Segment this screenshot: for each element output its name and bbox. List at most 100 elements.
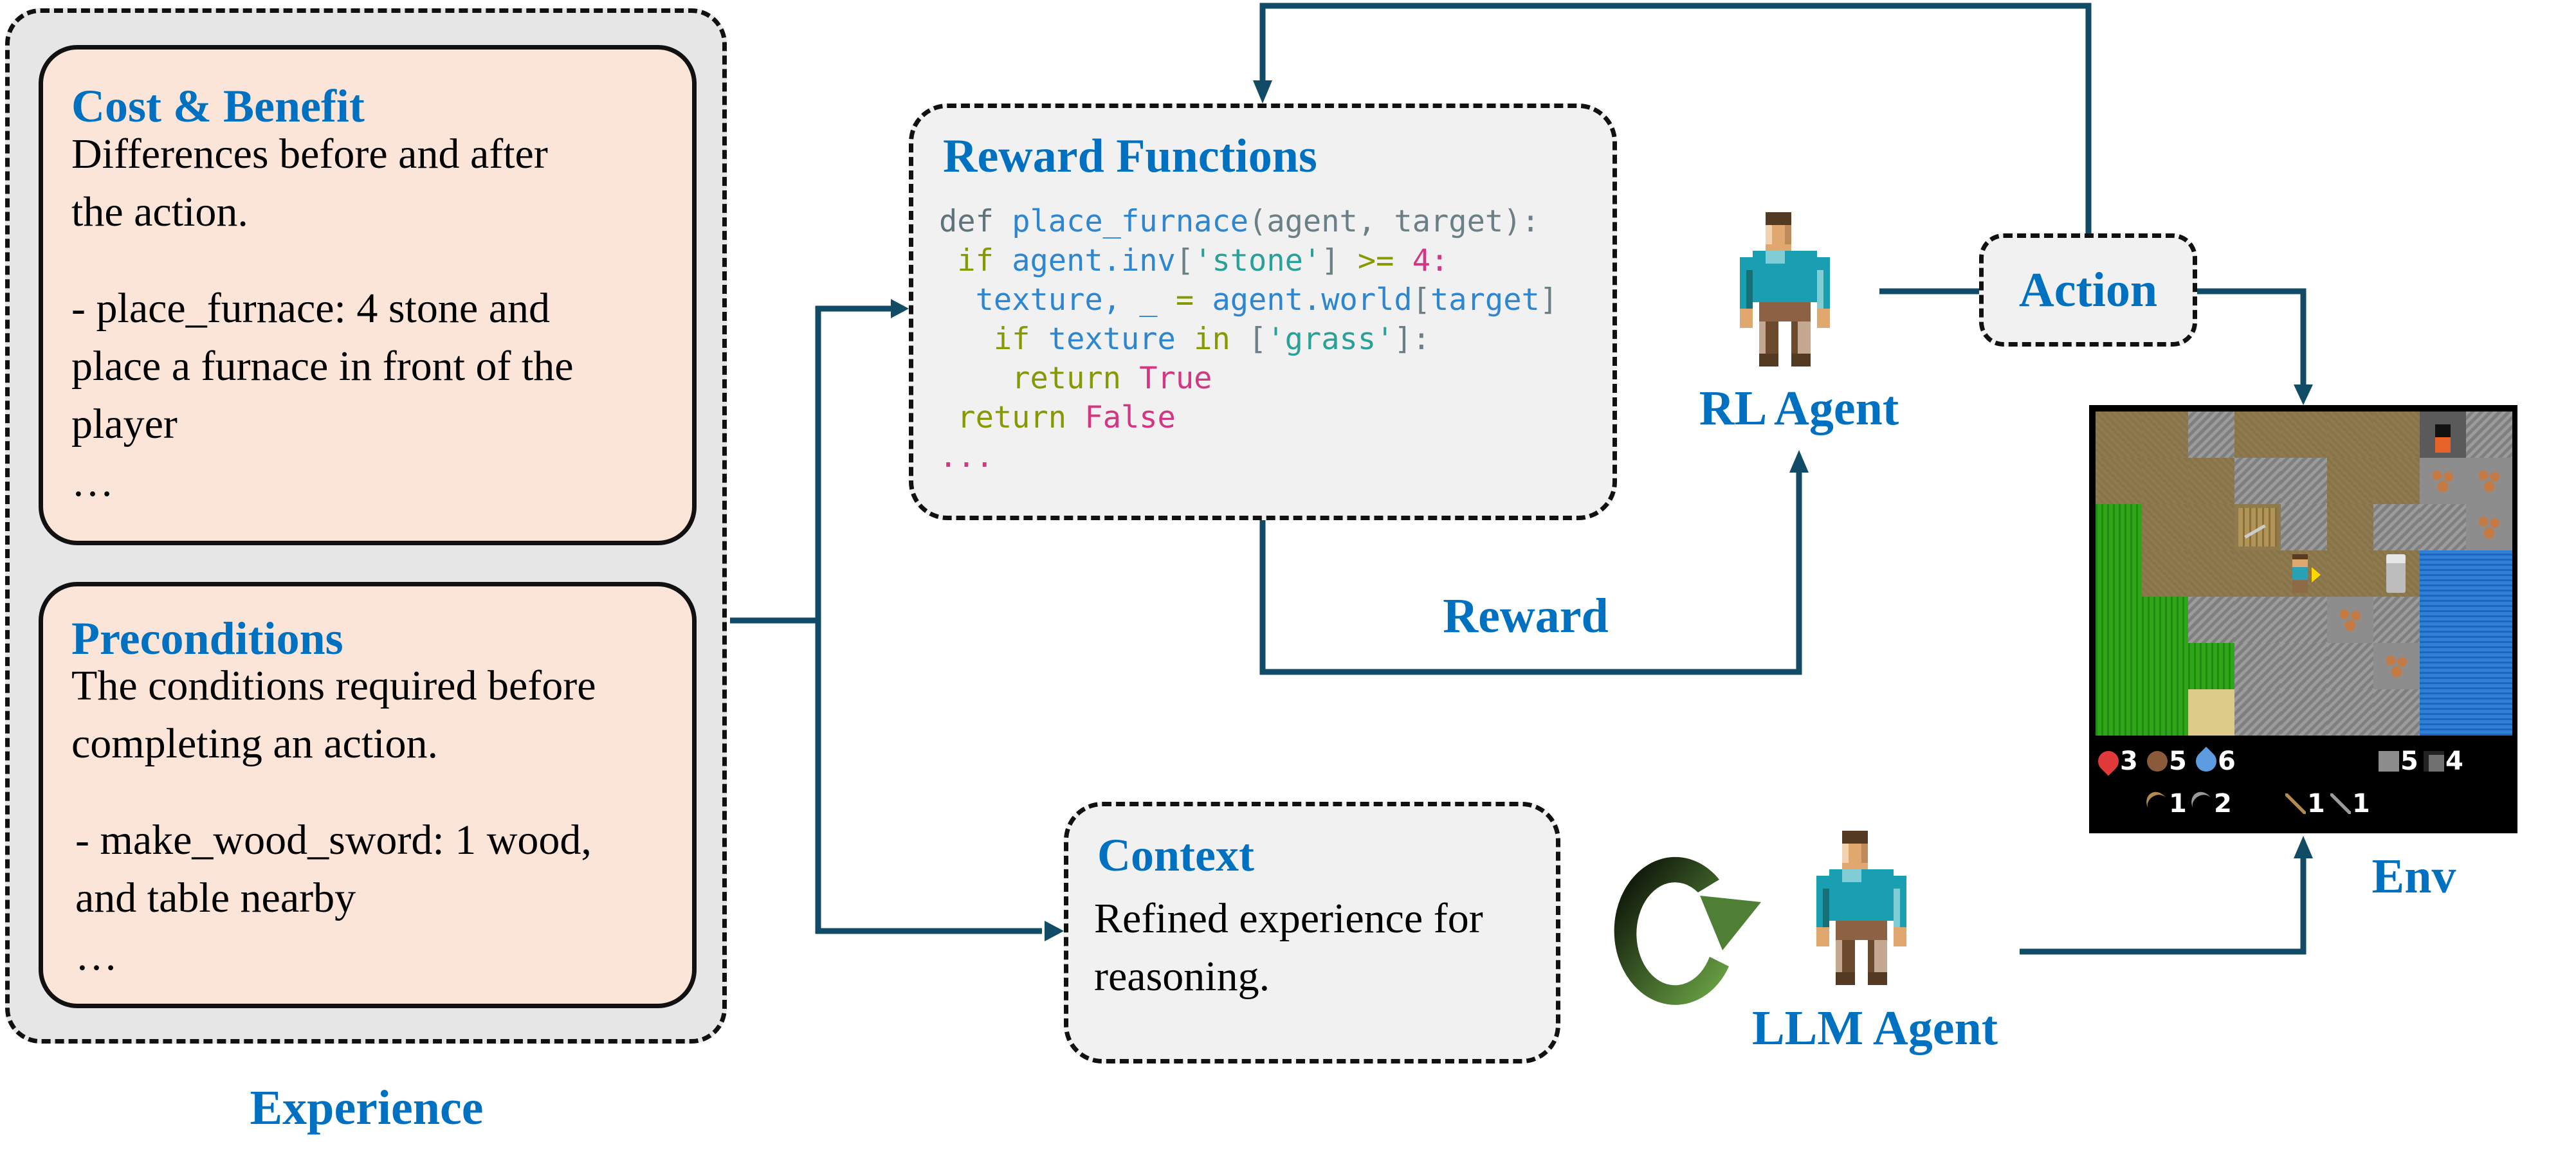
map-tile-grass [2142,597,2188,643]
coal-icon [2424,751,2444,772]
map-tile-path [2096,458,2142,504]
wood-pickaxe-value: 1 [2169,789,2187,819]
health-value: 3 [2120,746,2138,776]
code-token: >= [1357,243,1412,278]
code-line: def place_furnace(agent, target): [939,202,1558,241]
map-tile-path [2281,412,2327,458]
map-tile-path [2142,550,2188,597]
code-token: if [939,243,1012,278]
inventory-food: 5 [2147,742,2187,781]
map-tile-stone [2188,597,2234,643]
map-tile-stone [2281,458,2327,504]
code-token: return [939,361,1140,396]
preconditions-description: The conditions required before completin… [71,657,596,773]
code-line: return True [939,359,1558,398]
code-token: target [1430,282,1540,318]
code-token: ]: [1394,321,1431,357]
map-tile-path [2142,412,2188,458]
map-tile-iron [2420,458,2466,504]
ellipsis: … [75,932,118,979]
context-description: Refined experience for reasoning. [1094,890,1483,1006]
code-token: in [1194,321,1249,357]
code-line: return False [939,398,1558,437]
experience-label: Experience [250,1081,484,1135]
code-token: 'grass' [1266,321,1394,357]
code-token: if [939,321,1048,357]
context-title: Context [1097,829,1254,881]
reward-functions-card: Reward Functions def place_furnace(agent… [909,104,1617,520]
wood-sword-icon [2285,793,2306,814]
code-line: ... [939,437,1558,476]
map-tile-grass [2142,689,2188,736]
code-token: def [939,204,1012,239]
coal-value: 4 [2445,746,2463,776]
text-line: The conditions required before [71,662,596,709]
code-token: agent.world [1212,282,1412,318]
map-tile-path [2096,412,2142,458]
map-tile-grass [2096,504,2142,550]
map-tile-path [2142,504,2188,550]
code-token: ] [1539,282,1558,318]
rl-agent-label: RL Agent [1699,381,1899,435]
code-token: True [1139,361,1212,396]
arrowhead-llm-to-env [2294,836,2313,858]
map-tile-stone [2466,412,2512,458]
game-map [2096,412,2512,736]
code-token: agent.inv [1012,243,1176,278]
code-token: (agent, target): [1248,204,1540,239]
code-token: return [939,400,1085,435]
map-tile-iron [2327,597,2373,643]
food-icon [2147,751,2168,772]
map-tile-water [2420,689,2466,736]
game-inventory: 3 5 6 5 4 1 2 1 [2094,739,2512,827]
map-tile-water [2420,550,2466,597]
text-line: the action. [71,188,248,235]
code-token: ] [1321,243,1358,278]
wood-sword-value: 1 [2307,789,2325,819]
code-token: [ [1248,321,1267,357]
map-tile-stone [2234,458,2281,504]
reward-label: Reward [1443,589,1609,643]
code-token: [ [1175,243,1194,278]
reward-function-code: def place_furnace(agent, target): if age… [939,202,1558,476]
ellipsis: … [71,458,114,505]
context-card: Context Refined experience for reasoning… [1064,802,1560,1063]
map-tile-stone [2327,643,2373,689]
map-tile-grass [2188,643,2234,689]
arrow-action-loop [1259,3,2092,233]
code-token: ... [939,439,994,475]
stone-value: 5 [2400,746,2418,776]
map-tile-player [2281,550,2327,597]
map-tile-path [2188,550,2234,597]
map-tile-path [2327,458,2373,504]
map-tile-path [2142,458,2188,504]
map-tile-grass [2096,550,2142,597]
arrowhead-to-context [1045,921,1064,941]
map-tile-iron [2466,504,2512,550]
map-tile-stone [2281,643,2327,689]
cost-benefit-description: Differences before and after the action. [71,125,548,241]
action-label: Action [2018,263,2158,317]
map-tile-stone [2373,689,2420,736]
code-line: texture, _ = agent.world[target] [939,280,1558,320]
inventory-stone-sword: 1 [2330,784,2370,823]
preconditions-card: Preconditions The conditions required be… [39,582,697,1008]
env-label: Env [2371,849,2456,903]
text-line: place a furnace in front of the [71,343,574,390]
action-node: Action [1979,233,2197,347]
preconditions-title: Preconditions [71,613,343,664]
inventory-stone-pickaxe: 2 [2187,784,2232,823]
map-tile-path [2188,504,2234,550]
map-tile-path [2327,504,2373,550]
text-line: - make_wood_sword: 1 wood, [75,817,592,864]
text-line: reasoning. [1094,953,1270,1000]
map-tile-iron [2466,458,2512,504]
map-tile-grass [2096,643,2142,689]
inventory-wood-pickaxe: 1 [2142,784,2187,823]
code-token: False [1084,400,1176,435]
map-tile-sand [2188,689,2234,736]
code-line: if texture in ['grass']: [939,320,1558,359]
text-line: completing an action. [71,720,438,767]
preconditions-example: - make_wood_sword: 1 wood, and table nea… [75,811,592,985]
